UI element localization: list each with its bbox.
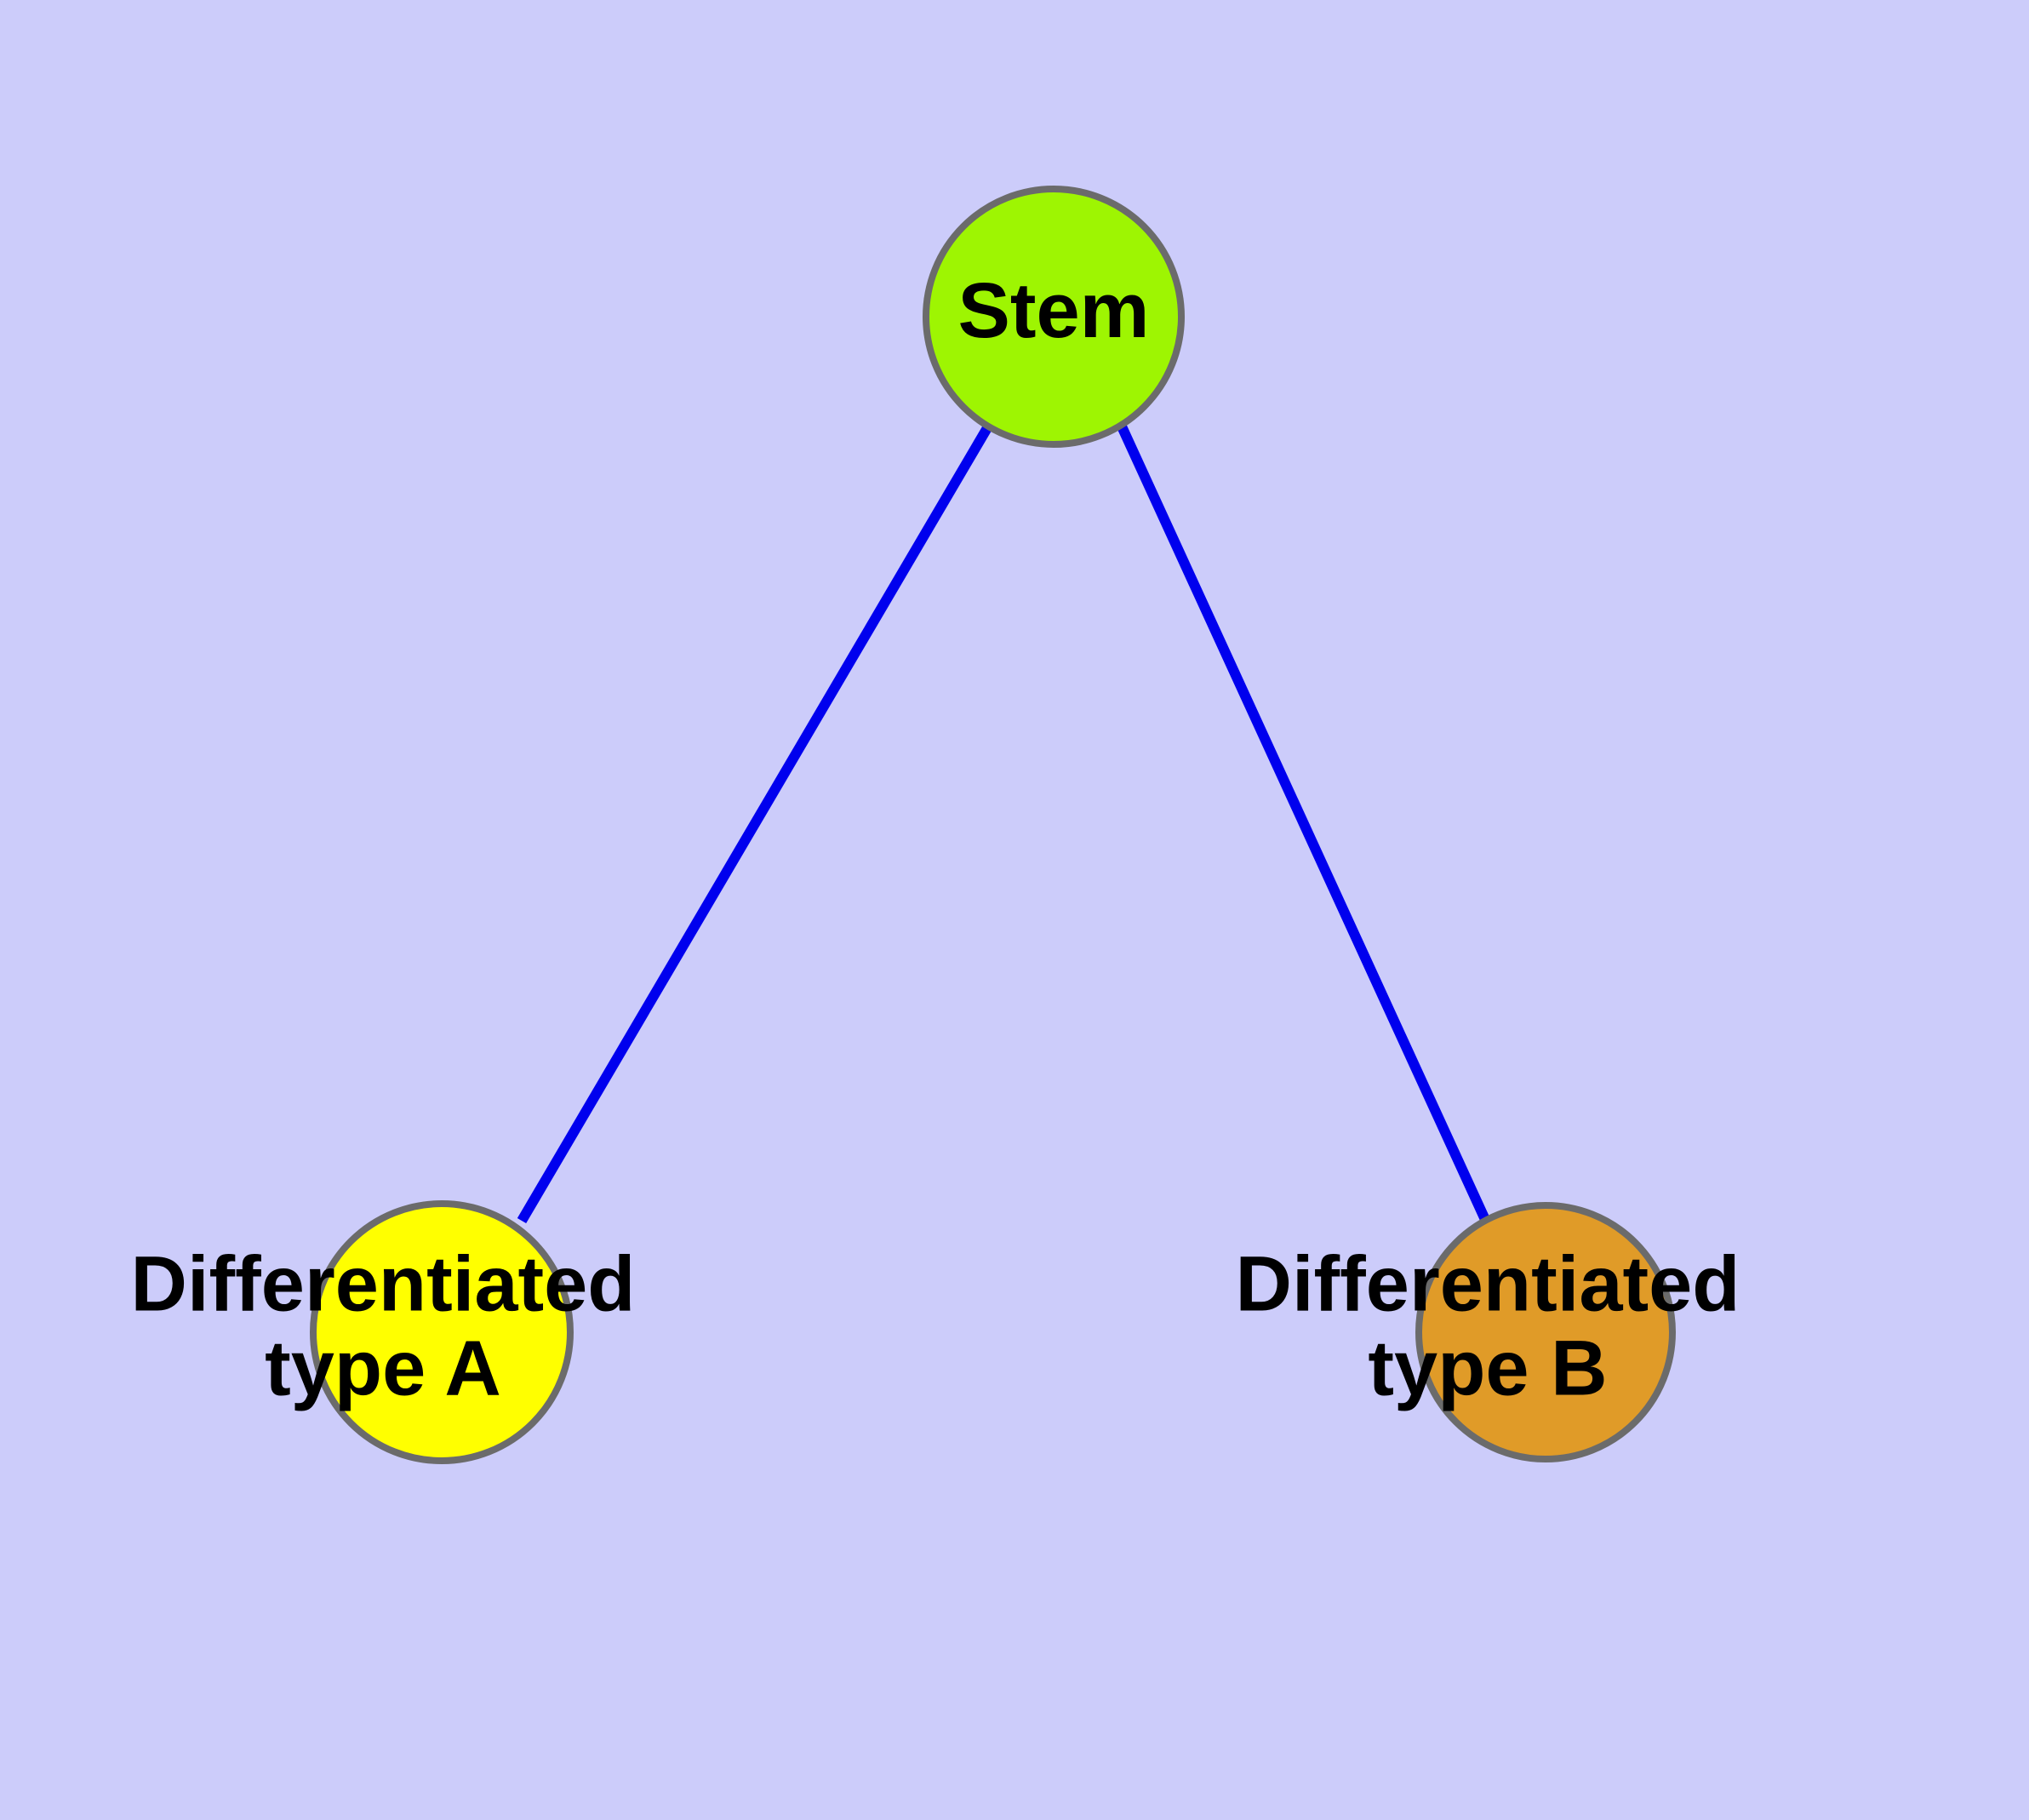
graph-node-stem[interactable]: Stem [923,186,1185,448]
node-circle-stem[interactable] [923,186,1185,448]
node-label-line: Differentiated [131,1241,636,1328]
graph-edge-stem-to-diff-b[interactable] [1117,424,1492,1226]
node-label-line: type B [1368,1325,1607,1412]
node-label-stem: Stem [958,267,1150,354]
node-label-line: Stem [958,267,1150,354]
node-circle-diff-b[interactable] [1415,1202,1676,1462]
node-label-line: type A [265,1325,501,1412]
graph-edge-stem-to-diff-a[interactable] [517,423,993,1224]
node-circle-diff-a[interactable] [310,1200,574,1464]
node-label-line: Differentiated [1236,1241,1740,1328]
edges-layer [517,423,1492,1226]
